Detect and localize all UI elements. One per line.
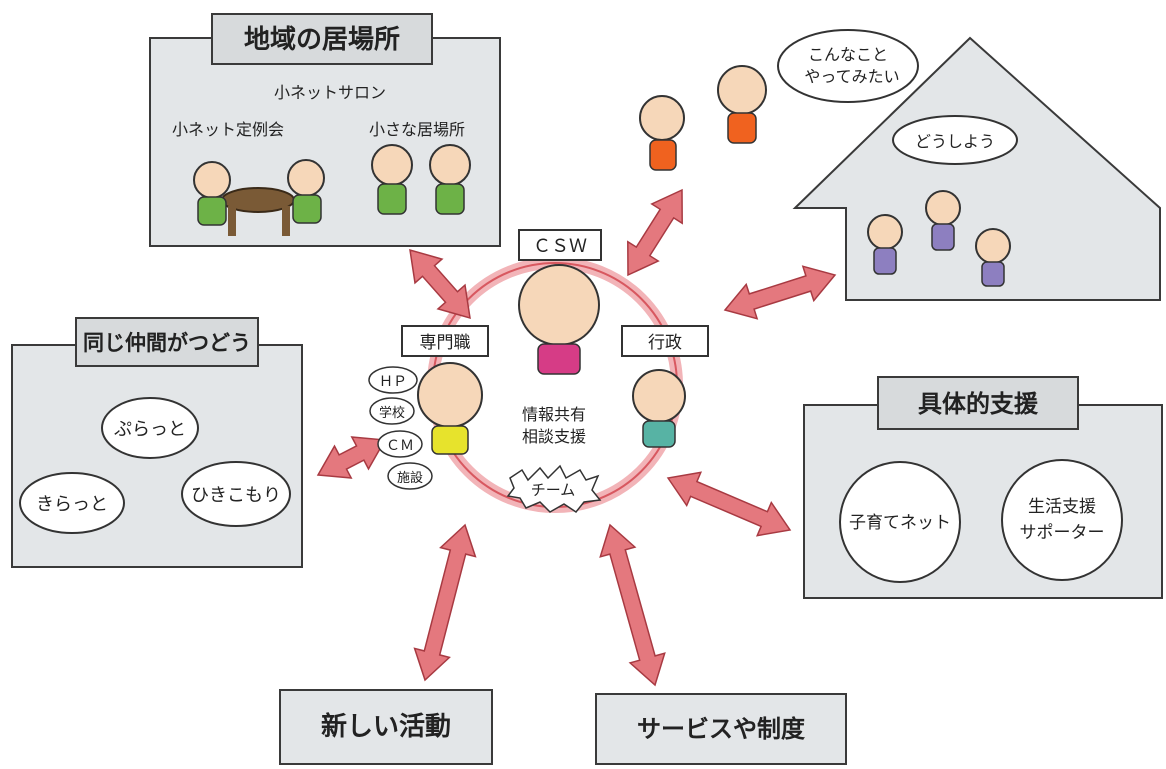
arrow-orange-people — [627, 188, 683, 277]
peer-group-panel: 同じ仲間がつどう ぷらっと きらっと ひきこもり — [11, 317, 303, 568]
tag-cm-text: ＣＭ — [386, 438, 414, 454]
admin-figure: 行政 — [621, 325, 709, 448]
support-item-supporter: サポーター — [1020, 523, 1105, 543]
salon-label: 小ネットサロン — [274, 83, 386, 102]
new-activity-title: 新しい活動 — [321, 711, 451, 742]
small-place-label: 小さな居場所 — [369, 120, 465, 139]
arrow-community-place — [409, 248, 471, 320]
support-item-kosodate: 子育てネット — [849, 513, 951, 533]
meeting-table-illustration — [221, 187, 295, 236]
professional-figure: 専門職 ＨＰ 学校 ＣＭ 施設 — [368, 325, 489, 490]
team-burst: チーム — [506, 464, 602, 514]
csw-label-box — [518, 229, 602, 261]
thought-cloud — [892, 115, 1018, 165]
arrow-concrete-support — [666, 471, 792, 537]
peer-item-kiratto: きらっと — [36, 494, 108, 515]
peer-item-hikikomori: ひきこもり — [191, 485, 281, 506]
person-green-2 — [287, 159, 325, 224]
csw-figure: ＣＳＷ — [518, 229, 602, 375]
concrete-support-panel: 具体的支援 子育てネット 生活支援 サポーター — [803, 376, 1163, 599]
professional-label: 専門職 — [420, 333, 471, 353]
tag-facility — [387, 462, 433, 490]
professional-label-box — [401, 325, 489, 357]
person-green-4 — [429, 144, 471, 215]
tag-facility-text: 施設 — [397, 470, 423, 486]
bubble-kiratto — [19, 472, 125, 534]
services-title: サービスや制度 — [637, 715, 806, 743]
bubble-puratto — [101, 397, 199, 459]
tag-hp — [368, 366, 418, 394]
team-center-text: 情報共有 相談支援 — [522, 405, 586, 446]
arrows — [316, 188, 837, 687]
tag-school-text: 学校 — [379, 405, 405, 421]
tag-cm — [377, 430, 423, 458]
support-item-seikatsu: 生活支援 — [1028, 497, 1096, 517]
person-green-1 — [193, 161, 231, 226]
peer-group-title: 同じ仲間がつどう — [83, 331, 251, 355]
person-orange-1 — [639, 95, 685, 171]
person-purple-3 — [975, 228, 1011, 287]
person-purple-2 — [925, 190, 961, 251]
center-line1: 情報共有 — [522, 405, 586, 424]
house-illustration: どうしよう — [792, 36, 1161, 301]
center-line2: 相談支援 — [522, 427, 586, 446]
concrete-support-title: 具体的支援 — [918, 390, 1039, 418]
arrow-peer-group — [316, 436, 387, 479]
new-activity-panel: 新しい活動 — [279, 689, 493, 765]
community-place-title: 地域の居場所 — [244, 25, 400, 55]
bubble-hikikomori — [181, 461, 291, 527]
team-label: チーム — [531, 481, 576, 499]
person-purple-1 — [867, 214, 903, 275]
tag-school — [369, 397, 415, 425]
speech-bubble — [777, 29, 919, 103]
regular-meeting-label: 小ネット定例会 — [172, 120, 284, 139]
peer-item-puratto: ぷらっと — [114, 419, 186, 440]
admin-label-box — [621, 325, 709, 357]
csw-label: ＣＳＷ — [533, 236, 587, 257]
arrow-new-activity — [413, 523, 477, 682]
circle-kosodate — [839, 461, 961, 583]
arrow-services — [599, 523, 666, 687]
tag-hp-text: ＨＰ — [379, 374, 407, 390]
arrow-house — [723, 265, 837, 320]
admin-label: 行政 — [648, 333, 682, 353]
speech-line1: こんなこと — [808, 45, 888, 64]
orange-people-illustration: こんなこと やってみたい — [639, 29, 919, 171]
circle-seikatsu — [1001, 459, 1123, 581]
community-place-panel: 地域の居場所 小ネットサロン 小ネット定例会 小さな居場所 — [149, 13, 501, 247]
house-thought: どうしよう — [915, 132, 995, 151]
person-orange-2 — [717, 65, 767, 144]
person-green-3 — [371, 144, 413, 215]
services-panel: サービスや制度 — [595, 693, 847, 765]
speech-line2: やってみたい — [804, 67, 899, 86]
